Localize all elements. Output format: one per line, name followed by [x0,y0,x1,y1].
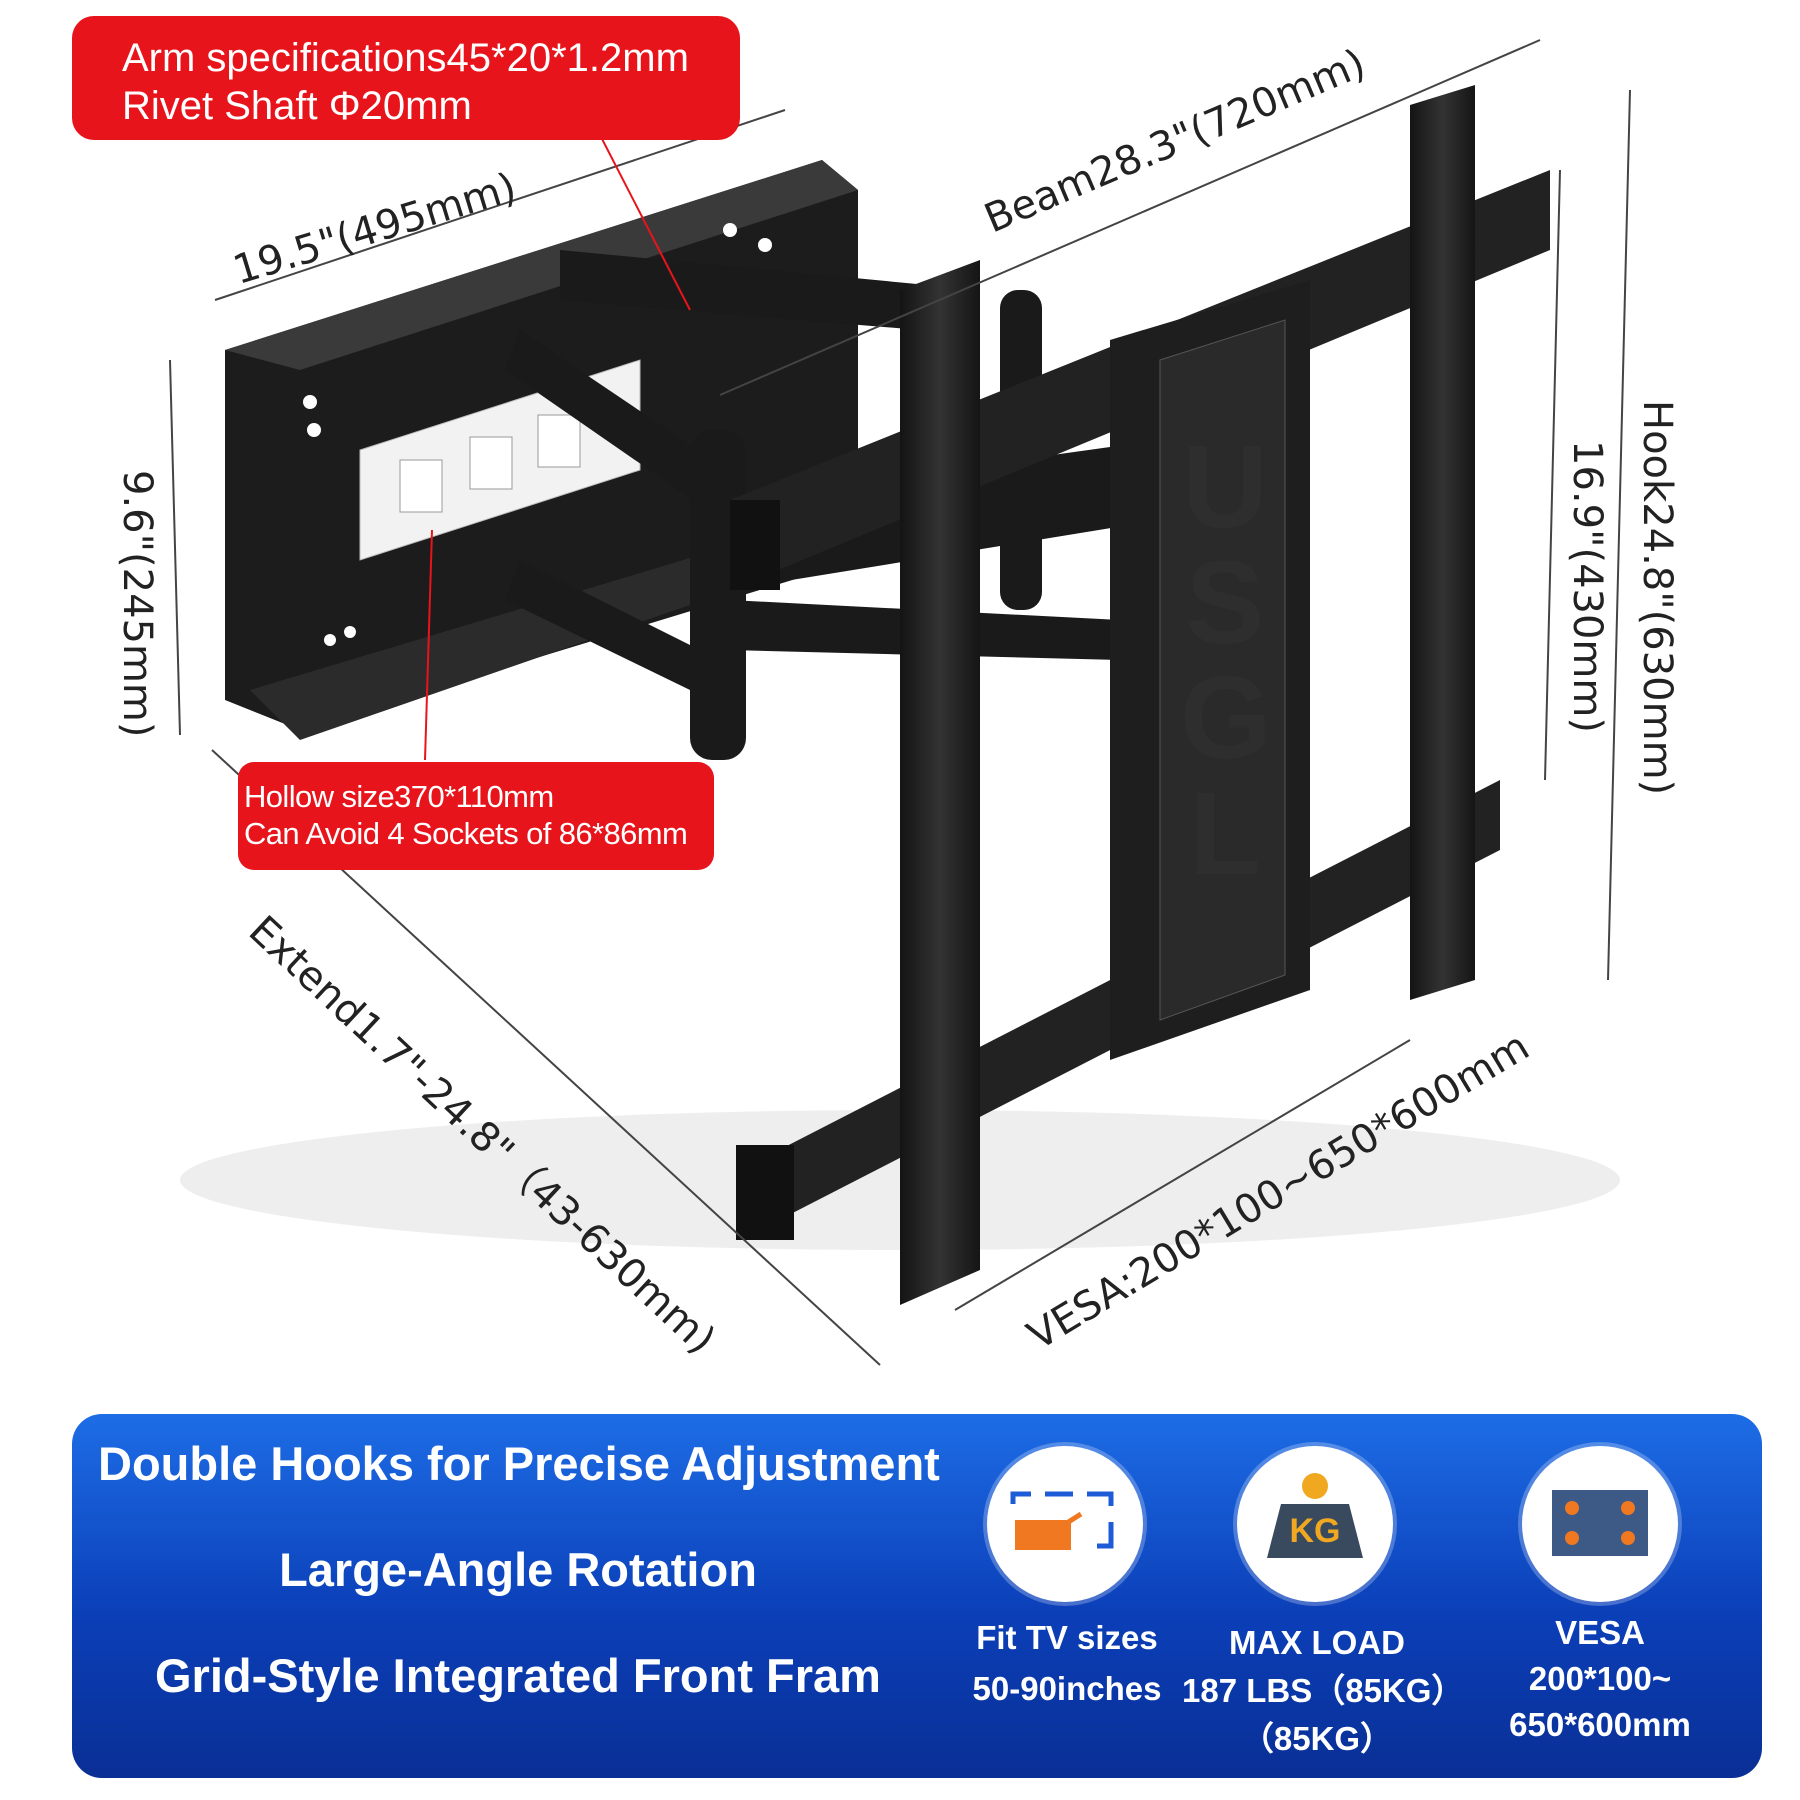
center-plate [1110,280,1310,1060]
inner-height-label: 16.9"(430mm) [1564,440,1610,733]
vesa-badge [1522,1446,1678,1602]
vesa-pattern-icon [1552,1490,1648,1556]
hollow-size-callout: Hollow size370*110mm Can Avoid 4 Sockets… [238,762,714,870]
callout-line: Hollow size370*110mm [244,779,554,814]
callout-line: Arm specifications45*20*1.2mm [122,36,689,80]
feature-rotation: Large-Angle Rotation [279,1543,757,1596]
weight-kg-icon [1267,1473,1363,1558]
brand-logo: USGL [1180,421,1272,900]
tv-size-icon [1010,1491,1114,1550]
tv-size-label: Fit TV sizes 50-90inches [972,1619,1162,1708]
tv-size-badge [987,1446,1143,1602]
feature-double-hooks: Double Hooks for Precise Adjustment [98,1437,940,1490]
kg-icon-text: KG [1289,1512,1341,1550]
plate-height-label: 9.6"(245mm) [114,470,160,738]
vertical-hooks [900,85,1475,1305]
vesa-label: VESA 200*100~ 650*600mm [1509,1614,1691,1744]
callout-line: Rivet Shaft Φ20mm [122,84,472,128]
feature-front-frame: Grid-Style Integrated Front Fram [155,1649,881,1702]
max-load-badge: KG [1237,1446,1393,1602]
callout-line: Can Avoid 4 Sockets of 86*86mm [244,816,688,852]
feature-panel: Double Hooks for Precise Adjustment Larg… [72,1414,1762,1778]
max-load-label: MAX LOAD 187 LBS（85KG） （85KG） [1182,1624,1465,1757]
arm-specs-callout: Arm specifications45*20*1.2mm Rivet Shaf… [72,16,740,140]
hook-length-label: Hook24.8"(630mm) [1634,400,1680,796]
